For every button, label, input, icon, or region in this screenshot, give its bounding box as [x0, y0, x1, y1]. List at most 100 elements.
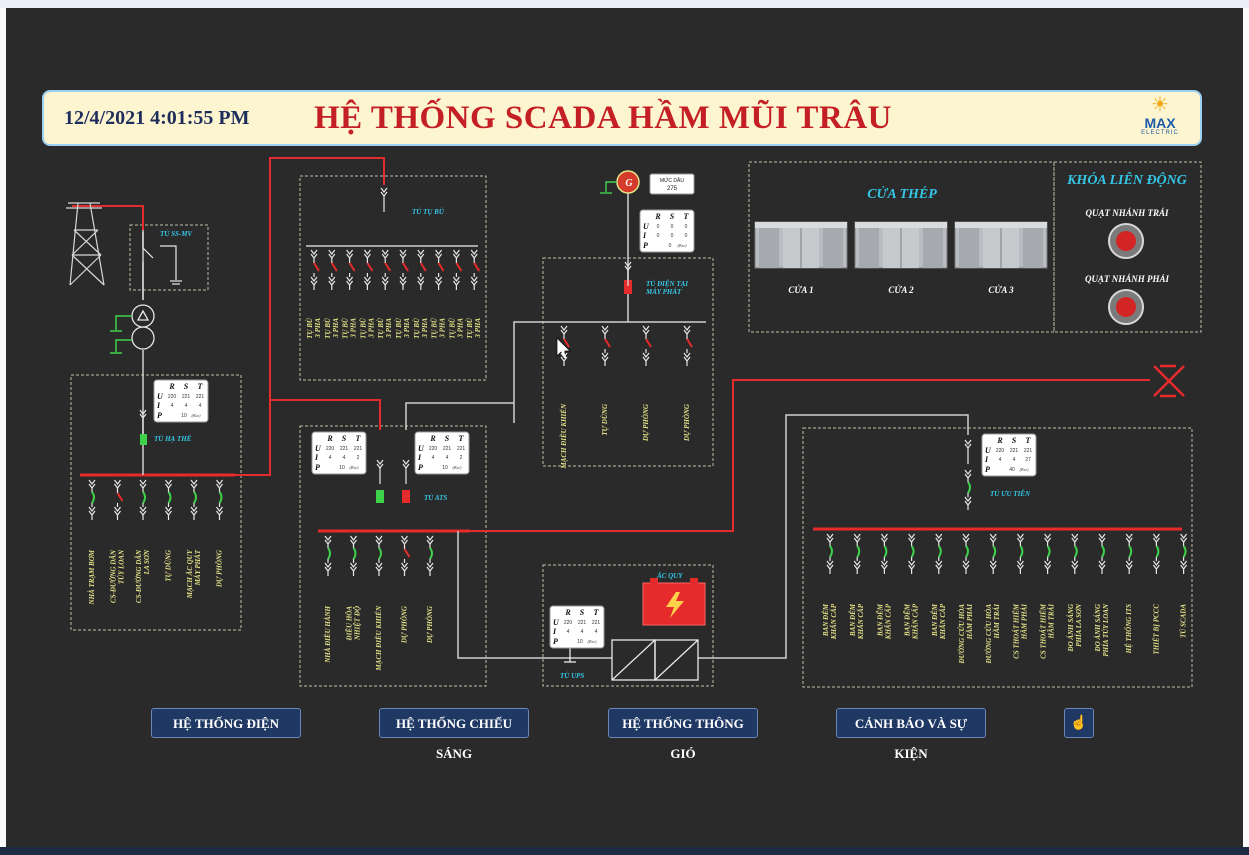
uu-tien-label-8: CS THOÁT HIỂM [1040, 603, 1048, 659]
line-ups-to-uu-tien [698, 414, 969, 659]
nav-thong-gio-button[interactable]: HỆ THỐNG THÔNG GIÓ [608, 708, 758, 761]
ats-switch-2[interactable] [375, 535, 383, 577]
uu-tien-switch-10[interactable] [1098, 533, 1106, 575]
incoming-switch-5[interactable] [139, 409, 147, 435]
svg-text:4: 4 [199, 403, 202, 409]
svg-text:I: I [642, 231, 647, 240]
svg-text:P: P [643, 241, 648, 250]
window-top-bar [0, 0, 1249, 8]
tu-bu-label-1: TỤ BÙ [324, 317, 332, 339]
hand-pointer-icon[interactable]: ☝ [1064, 708, 1094, 738]
tu-bu-switch-4[interactable] [381, 249, 392, 291]
tu-bu-label-2: TỤ BÙ [342, 317, 350, 339]
frame-khoa-lien-dong [1053, 161, 1202, 333]
uu-tien-switch-6[interactable] [989, 533, 998, 575]
uu-tien-label-13: TỦ SCADA [1180, 604, 1188, 638]
uu-tien-switch-2[interactable] [880, 533, 889, 575]
ss-mv-disconnector[interactable] [142, 232, 182, 300]
uu-tien-switch-8[interactable] [1043, 533, 1052, 575]
tu-bu-switch-5[interactable] [399, 249, 409, 291]
ha-the-switch-3[interactable] [164, 479, 173, 521]
uu-tien-switch-1[interactable] [853, 533, 862, 575]
tu-bu-switch-2[interactable] [345, 249, 356, 291]
uu-tien-switch-3[interactable] [907, 533, 916, 575]
svg-text:T: T [356, 434, 362, 443]
svg-text:S: S [342, 434, 347, 443]
svg-text:S: S [580, 608, 585, 617]
uu-tien-switch-13[interactable] [1179, 533, 1188, 575]
tu-bu-switch-6[interactable] [416, 249, 427, 291]
nav-chieu-sang-button[interactable]: HỆ THỐNG CHIẾU SÁNG [379, 708, 529, 761]
svg-text:R: R [168, 382, 175, 391]
may-phat-switch-3[interactable] [683, 325, 693, 367]
uu-tien-switch-11[interactable] [1125, 533, 1134, 575]
svg-text:4: 4 [171, 403, 174, 409]
ha-the-label-1: CS-ĐƯỜNG DẪN [110, 549, 118, 603]
generator-icon[interactable] [600, 170, 640, 194]
tu-bu-switch-9[interactable] [470, 249, 481, 291]
ha-the-switch-4[interactable] [190, 479, 198, 521]
tu-bu-switch-3[interactable] [363, 249, 374, 291]
ha-the-switch-2[interactable] [139, 479, 147, 521]
nav-he-thong-dien-button[interactable]: HỆ THỐNG ĐIỆN [151, 708, 301, 738]
interlock-button-trai[interactable] [1108, 223, 1144, 259]
tu-bu-label-0: TỤ BÙ [306, 317, 314, 339]
door-2-label: CỬA 2 [888, 285, 914, 295]
uu-tien-switch-5[interactable] [962, 533, 970, 575]
svg-text:4: 4 [595, 629, 598, 635]
steel-door-3-icon[interactable] [954, 221, 1048, 269]
ats-switch-0[interactable] [324, 535, 332, 577]
frame-ss-mv [129, 224, 209, 291]
svg-text:0: 0 [669, 243, 672, 249]
ha-the-switch-0[interactable] [88, 479, 96, 521]
label-ha-the: TỦ HẠ THẾ [154, 435, 192, 443]
may-phat-switch-2[interactable] [642, 325, 652, 367]
tu-bu-label-7: TỤ BÙ [431, 317, 439, 339]
uu-tien-switch-12[interactable] [1152, 533, 1161, 575]
svg-text:P: P [315, 463, 320, 472]
oil-level-box [649, 173, 695, 195]
tu-bu-switch-7[interactable] [434, 249, 445, 291]
datetime: 12/4/2021 4:01:55 PM [64, 107, 250, 129]
ats-label-3: DỰ PHÒNG [401, 606, 409, 644]
svg-text:220: 220 [168, 394, 177, 400]
interlock-button-phai[interactable] [1108, 289, 1144, 325]
tu-bu-label-5: 3 PHA [403, 318, 411, 339]
ats-switch-3[interactable] [400, 535, 411, 577]
ats-switch-1[interactable] [349, 535, 358, 577]
line-ats-to-uu-tien [318, 379, 1150, 532]
svg-text:2: 2 [460, 455, 463, 461]
uu-tien-incoming-switch[interactable] [964, 469, 972, 511]
uu-tien-switch-9[interactable] [1070, 533, 1079, 575]
nav-canh-bao-button[interactable]: CẢNH BÁO VÀ SỰ KIỆN [836, 708, 986, 761]
ha-the-switch-1[interactable] [113, 479, 124, 521]
may-phat-switch-1[interactable] [601, 325, 611, 367]
svg-text:10: 10 [442, 465, 448, 471]
uu-tien-label-2: KHẨN CẤP [884, 603, 892, 640]
incoming-switch-2[interactable] [376, 459, 384, 485]
uu-tien-switch-7[interactable] [1016, 533, 1025, 575]
tu-bu-switch-8[interactable] [452, 249, 463, 291]
ha-the-label-0: NHÀ TRẠM BƠM [88, 549, 96, 605]
svg-text:U: U [418, 444, 425, 453]
incoming-switch-0[interactable] [380, 187, 388, 213]
ats-switch-4[interactable] [426, 535, 434, 577]
tu-bu-switch-1[interactable] [327, 249, 338, 291]
incoming-switch-4[interactable] [964, 439, 972, 465]
tu-bu-label-9: TỤ BÙ [466, 317, 474, 339]
transmission-tower-icon [66, 202, 105, 286]
incoming-switch-3[interactable] [402, 459, 410, 485]
uu-tien-switch-0[interactable] [826, 533, 834, 575]
tu-bu-switch-0[interactable] [310, 249, 320, 291]
steel-door-1-icon[interactable] [754, 221, 848, 269]
alarm-cross-icon[interactable] [1153, 364, 1185, 398]
steel-door-2-icon[interactable] [854, 221, 948, 269]
ha-the-switch-5[interactable] [215, 479, 224, 521]
line-ats-to-ups [457, 531, 612, 659]
uu-tien-switch-4[interactable] [934, 533, 943, 575]
tu-bu-label-3: 3 PHA [367, 318, 375, 339]
svg-text:4: 4 [1013, 457, 1016, 463]
